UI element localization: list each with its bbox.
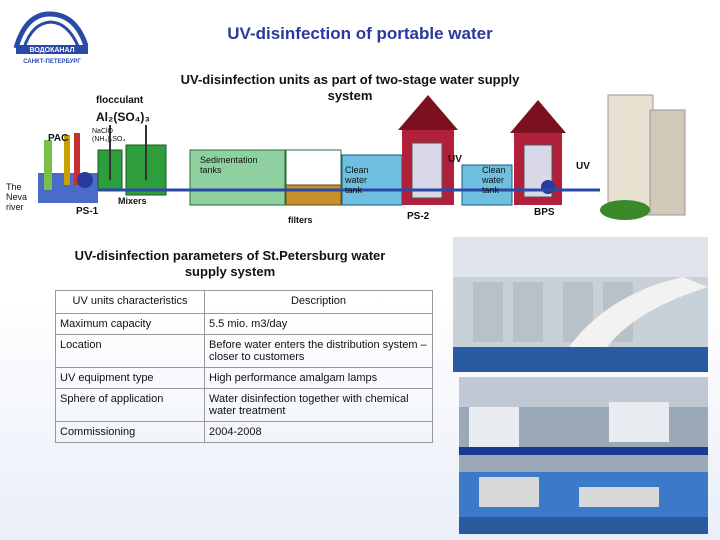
apartment-building-2 [650, 110, 685, 215]
row-value: 5.5 mio. m3/day [205, 314, 433, 335]
row-value: High performance amalgam lamps [205, 368, 433, 389]
label-flocculant: flocculant [96, 96, 143, 106]
row-label: Location [56, 335, 205, 368]
row-label: Commissioning [56, 422, 205, 443]
vodokanal-logo: ВОДОКАНАЛ САНКТ-ПЕТЕРБУРГ [6, 8, 96, 68]
label-ps2: PS-2 [407, 212, 429, 222]
label-filters: filters [288, 215, 313, 225]
params-table: UV units characteristics Description Max… [55, 290, 433, 443]
label-mixers: Mixers [118, 196, 147, 206]
label-naclo: NaClO (NH₄)₂SO₄ [92, 128, 130, 144]
bps-pump [541, 180, 555, 194]
label-clean-tank-2: Clean water tank [482, 165, 516, 195]
row-label: UV equipment type [56, 368, 205, 389]
row-value: 2004-2008 [205, 422, 433, 443]
params-title: UV-disinfection parameters of St.Petersb… [70, 248, 390, 280]
header-description: Description [205, 291, 433, 314]
logo-text: ВОДОКАНАЛ [29, 47, 74, 54]
apartment-building [608, 95, 653, 215]
pac-pipe [44, 140, 52, 190]
filter-bed [286, 185, 341, 205]
page-title: UV-disinfection of portable water [0, 24, 720, 44]
label-clean-tank-1: Clean water tank [345, 165, 379, 195]
trees [600, 200, 650, 220]
logo-subtext: САНКТ-ПЕТЕРБУРГ [23, 59, 81, 65]
row-label: Sphere of application [56, 389, 205, 422]
label-neva: The Neva river [6, 182, 36, 212]
row-label: Maximum capacity [56, 314, 205, 335]
label-uv-1: UV [448, 155, 462, 165]
uv-house-2-roof [510, 100, 566, 133]
label-bps: BPS [534, 208, 555, 218]
label-alum: Al₂(SO₄)₃ [96, 111, 150, 124]
header-characteristics: UV units characteristics [56, 291, 205, 314]
label-ps1: PS-1 [76, 207, 98, 217]
process-diagram [0, 85, 720, 235]
uv-hall-photo [453, 237, 708, 372]
label-sedimentation: Sedimentation tanks [200, 155, 270, 175]
uv-equipment-photo [459, 377, 708, 534]
row-value: Water disinfection together with chemica… [205, 389, 433, 422]
ps1-pump [77, 172, 93, 188]
row-value: Before water enters the distribution sys… [205, 335, 433, 368]
label-uv-2: UV [576, 162, 590, 172]
label-pac: PAC [48, 134, 68, 144]
uv-house-roof [398, 95, 458, 130]
table-header-row: UV units characteristics Description [56, 291, 433, 314]
